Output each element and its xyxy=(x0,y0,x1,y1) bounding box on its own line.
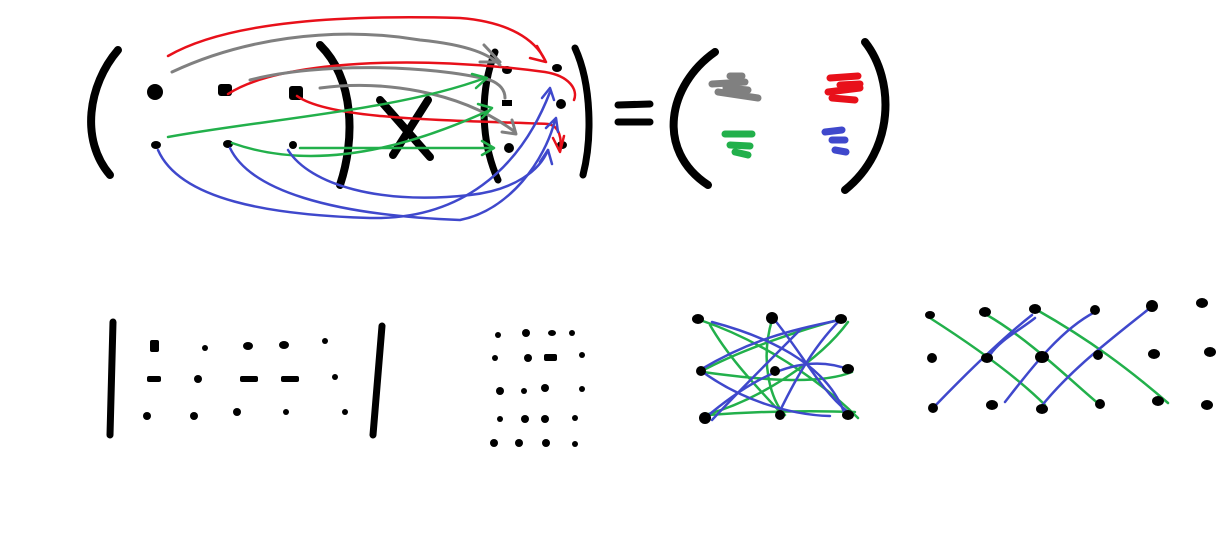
arrows-gray xyxy=(170,32,518,136)
result-blob-gray xyxy=(708,72,762,102)
equals-sign xyxy=(614,100,654,126)
result-blob-red xyxy=(824,72,864,104)
result-close-paren xyxy=(841,38,890,194)
left-matrix-entries xyxy=(147,84,303,149)
result-blob-blue xyxy=(821,126,850,156)
panel-dot-matrix xyxy=(106,318,386,439)
arrows-green xyxy=(166,72,496,158)
result-matrix xyxy=(669,38,890,194)
panel-1-right-bar xyxy=(369,322,386,439)
arrows-blue xyxy=(156,86,560,222)
panel-dot-grid xyxy=(490,329,585,447)
panel-crossed-3x3 xyxy=(692,312,860,424)
right-matrix-entries xyxy=(502,64,567,153)
result-open-paren xyxy=(669,48,719,189)
entry-a22 xyxy=(223,140,233,148)
right-matrix-close-paren xyxy=(571,44,593,179)
result-blob-green xyxy=(721,130,756,159)
left-matrix-open-paren xyxy=(87,46,122,179)
entry-a21 xyxy=(151,141,161,149)
panel-crossed-3x5 xyxy=(925,298,1216,414)
entry-a23 xyxy=(289,141,297,149)
panel-1-left-bar xyxy=(106,318,117,439)
entry-a11 xyxy=(147,84,163,100)
